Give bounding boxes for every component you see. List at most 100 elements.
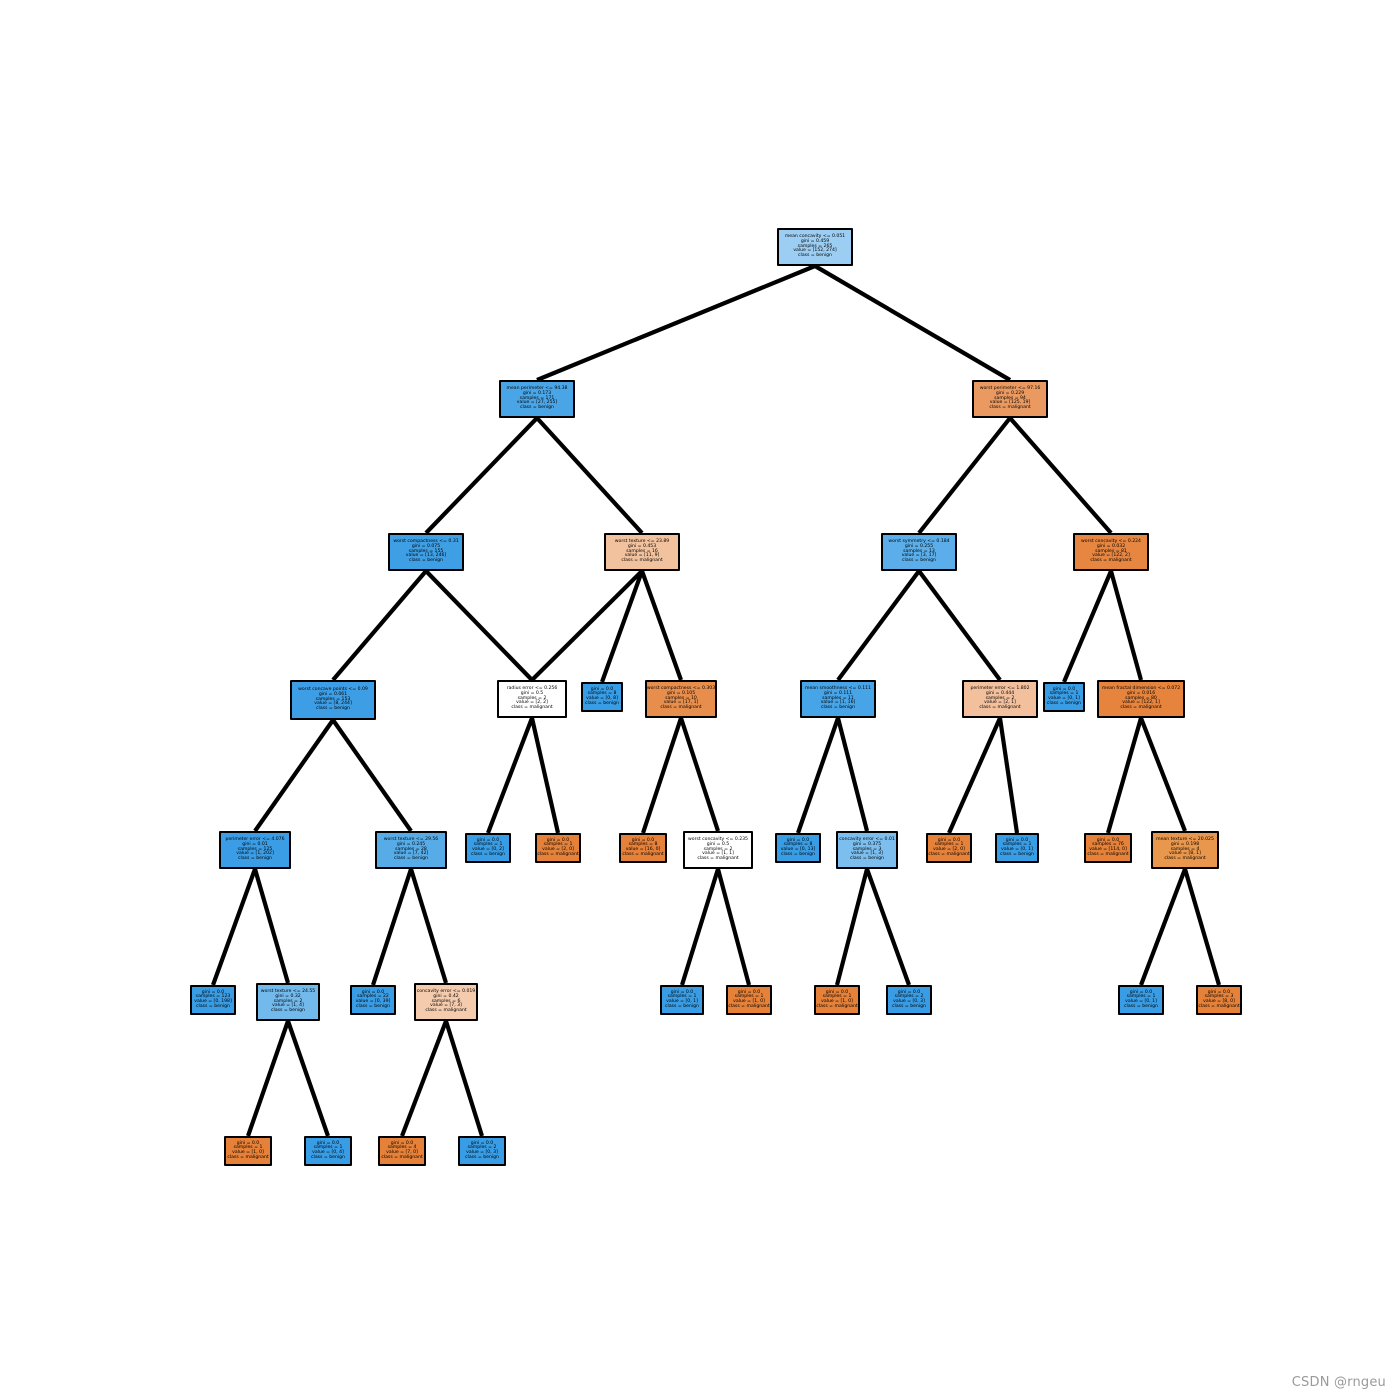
node-value: value = [0, 198] — [194, 999, 232, 1004]
node-class: class = malignant — [728, 1003, 770, 1009]
node-gini: gini = 0.0 — [670, 989, 694, 995]
tree-edge — [443, 1020, 485, 1137]
tree-edge — [1182, 868, 1222, 986]
tree-edge — [424, 416, 539, 535]
node-split-condition: worst texture <= 23.89 — [614, 539, 670, 545]
node-split-condition: perimeter error <= 1.802 — [970, 686, 1030, 692]
node-samples: samples = 8 — [628, 842, 658, 848]
node-class: class = malignant — [511, 705, 553, 710]
node-gini: gini = 0.075 — [411, 543, 441, 549]
tree-edge — [640, 570, 683, 681]
node-split-condition: mean concavity <= 0.051 — [784, 234, 846, 240]
node-value: value = [114, 0] — [1089, 847, 1127, 852]
node-class: class = malignant — [979, 705, 1021, 710]
node-gini: gini = 0.375 — [852, 841, 882, 847]
node-value: value = [0, 3] — [466, 1150, 498, 1155]
node-gini: gini = 0.32 — [275, 993, 301, 999]
node-class: class = malignant — [816, 1003, 858, 1009]
node-gini: gini = 0.0 — [1096, 837, 1120, 843]
node-class: class = malignant — [928, 851, 970, 857]
node-split-condition: perimeter error <= 4.076 — [225, 837, 285, 843]
node-value: value = [2, 2] — [516, 700, 548, 706]
node-value: value = [2, 0] — [933, 847, 965, 852]
node-value: value = [17, 1] — [663, 700, 699, 706]
tree-edge — [947, 717, 1002, 834]
node-samples: samples = 1 — [667, 994, 697, 1000]
tree-edge — [641, 717, 683, 834]
node-value: value = [1, 1] — [702, 851, 734, 857]
node-gini: gini = 0.0 — [590, 686, 614, 692]
node-class: class = malignant — [989, 405, 1031, 410]
tree-edge — [424, 569, 534, 682]
node-split-condition: mean smoothness <= 0.111 — [805, 686, 871, 692]
node-split-condition: radius error <= 0.256 — [506, 686, 558, 692]
tree-edge — [997, 717, 1020, 834]
node-samples: samples = 1 — [1049, 691, 1079, 697]
node-value: value = [8, 0] — [1203, 999, 1235, 1004]
node-gini: gini = 0.0 — [786, 837, 810, 843]
node-class: class = benign — [271, 1008, 305, 1013]
node-value: value = [1, 4] — [272, 1003, 304, 1009]
tree-edge — [836, 569, 921, 682]
node-samples: samples = 2 — [703, 846, 733, 852]
node-samples: samples = 8 — [783, 842, 813, 848]
node-gini: gini = 0.0 — [1129, 989, 1153, 995]
node-gini: gini = 0.229 — [995, 390, 1025, 396]
node-split-condition: worst concavity <= 0.224 — [1081, 539, 1141, 545]
tree-edge — [211, 868, 257, 986]
node-samples: samples = 2 — [273, 998, 303, 1004]
node-value: value = [2, 0] — [542, 847, 574, 852]
node-split-condition: worst texture <= 29.56 — [383, 837, 439, 843]
node-gini: gini = 0.0 — [937, 837, 961, 843]
node-value: value = [3, 17] — [901, 553, 937, 559]
node-samples: samples = 1 — [543, 842, 573, 848]
node-gini: gini = 0.0 — [470, 1140, 494, 1146]
tree-edge — [1139, 717, 1187, 832]
node-samples: samples = 76 — [1092, 842, 1124, 848]
node-class: class = malignant — [621, 558, 663, 563]
node-class: class = benign — [520, 405, 554, 410]
node-gini: gini = 0.061 — [318, 691, 348, 697]
node-gini: gini = 0.01 — [242, 841, 268, 847]
tree-edge — [331, 718, 413, 833]
node-samples: samples = 1 — [734, 994, 764, 1000]
tree-edge — [253, 718, 335, 833]
tree-edge — [600, 570, 644, 683]
tree-edge — [536, 264, 816, 382]
node-samples: samples = 1 — [1126, 994, 1156, 1000]
node-value: value = [0, 39] — [355, 999, 391, 1004]
node-gini: gini = 0.0 — [631, 837, 655, 843]
node-class: class = benign — [316, 706, 350, 711]
tree-edge — [813, 264, 1012, 382]
node-gini: gini = 0.0 — [737, 989, 761, 995]
node-value: value = [16, 0] — [625, 847, 661, 852]
node-class: class = malignant — [425, 1008, 467, 1013]
tree-edge — [331, 569, 428, 682]
node-class: class = benign — [798, 253, 832, 258]
node-gini: gini = 0.245 — [396, 841, 426, 847]
node-gini: gini = 0.444 — [985, 690, 1015, 696]
node-samples: samples = 4 — [387, 1145, 417, 1151]
watermark-text: CSDN @rngeu — [1291, 1375, 1386, 1390]
node-value: value = [0, 1] — [1001, 847, 1033, 852]
node-split-condition: worst symmetry <= 0.184 — [888, 539, 950, 545]
tree-edge — [530, 569, 644, 682]
